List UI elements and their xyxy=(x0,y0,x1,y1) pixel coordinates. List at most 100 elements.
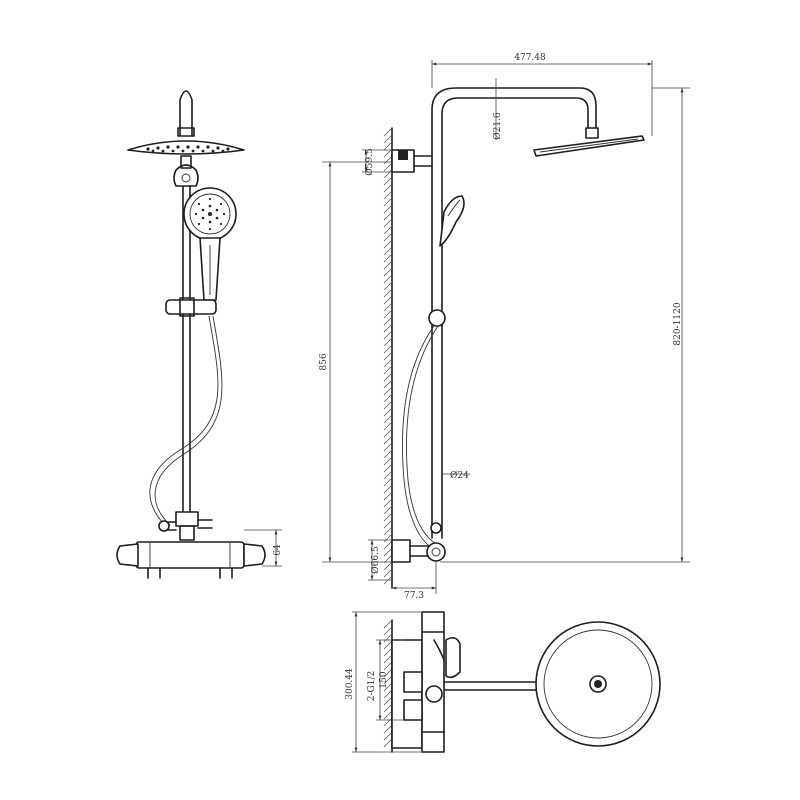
hatch-line xyxy=(383,661,393,671)
hatch-line xyxy=(383,421,393,431)
front-mixer-neck xyxy=(179,525,195,541)
hatch-line xyxy=(383,505,393,515)
dim-bottom-bracket-diameter: Ø66.5 xyxy=(370,546,381,574)
hatch-line xyxy=(383,323,393,333)
hatch-line xyxy=(383,484,393,494)
hatch-line xyxy=(383,463,393,473)
front-diverter-center xyxy=(181,173,191,183)
hatch-line xyxy=(383,519,393,529)
hatch-line xyxy=(383,442,393,452)
dim-inlet-spacing: 150 xyxy=(379,671,389,688)
hatch-line xyxy=(383,190,393,200)
hatch-line xyxy=(383,295,393,305)
front-pipe-collar xyxy=(177,127,195,137)
hatch-line xyxy=(383,456,393,466)
hatch-line xyxy=(383,253,393,263)
hatch-line xyxy=(383,414,393,424)
dim-valve-depth: 64 xyxy=(273,544,283,556)
hatch-line xyxy=(383,358,393,368)
hatch-line xyxy=(383,626,393,636)
hatch-line xyxy=(383,400,393,410)
hatch-line xyxy=(383,162,393,172)
hatch-line xyxy=(383,302,393,312)
hatch-line xyxy=(383,281,393,291)
hatch-line xyxy=(383,379,393,389)
dim-valve-height: 856 xyxy=(319,353,329,370)
front-right-handle xyxy=(243,543,266,567)
hatch-line xyxy=(383,668,393,678)
hatch-line xyxy=(383,491,393,501)
side-hand-shower xyxy=(439,195,465,247)
dim-arm-diameter: Ø21.6 xyxy=(492,112,503,140)
side-top-bracket-screw xyxy=(398,150,408,160)
hatch-line xyxy=(383,309,393,319)
side-slider-knob xyxy=(428,309,446,327)
hatch-line xyxy=(383,288,393,298)
hatch-line xyxy=(383,647,393,657)
hatch-line xyxy=(383,526,393,536)
hatch-line xyxy=(383,654,393,664)
hatch-line xyxy=(383,176,393,186)
hatch-line xyxy=(383,675,393,685)
side-arm-collar xyxy=(585,127,599,139)
detail-mixer-knob xyxy=(425,685,443,703)
side-hose xyxy=(402,325,435,549)
hatch-line xyxy=(383,717,393,727)
front-outlet-nut xyxy=(175,511,199,527)
hatch-line xyxy=(383,225,393,235)
hatch-line xyxy=(383,127,393,137)
hatch-line xyxy=(383,633,393,643)
dim-mixer-body-length: 300.44 xyxy=(345,668,355,700)
side-bottom-bracket-arm xyxy=(409,545,429,557)
detail-inlet-lower xyxy=(403,699,423,721)
side-top-bracket-arm xyxy=(413,155,433,167)
dim-rail-diameter: Ø24 xyxy=(450,470,469,481)
hatch-line xyxy=(383,498,393,508)
front-upper-coupling xyxy=(180,155,192,169)
front-head-nozzles xyxy=(146,145,230,153)
dim-total-height: 820-1120 xyxy=(673,302,683,345)
hatch-line xyxy=(383,267,393,277)
hatch-line xyxy=(383,540,393,550)
hatch-line xyxy=(383,330,393,340)
side-shower-arm-outer xyxy=(431,87,597,161)
front-hose xyxy=(149,315,219,526)
hatch-line xyxy=(383,619,393,629)
hatch-line xyxy=(383,696,393,706)
hatch-line xyxy=(383,449,393,459)
hatch-line xyxy=(383,568,393,578)
front-slider-bracket xyxy=(165,299,217,315)
detail-column-bands xyxy=(421,631,445,733)
dim-arm-length: 477.48 xyxy=(514,53,546,63)
hatch-line xyxy=(383,738,393,748)
hatch-line xyxy=(383,197,393,207)
detail-inlet-upper xyxy=(403,671,423,693)
front-inlet-legs xyxy=(147,567,233,579)
front-view: 64 xyxy=(116,90,283,579)
hatch-line xyxy=(383,710,393,720)
hatch-line xyxy=(383,155,393,165)
detail-hose-stub xyxy=(433,639,445,661)
hatch-line xyxy=(383,134,393,144)
side-rain-shower-head xyxy=(533,135,645,157)
hatch-line xyxy=(383,533,393,543)
front-top-pipe xyxy=(179,90,193,136)
hatch-line xyxy=(383,407,393,417)
hatch-line xyxy=(383,337,393,347)
hatch-line xyxy=(383,682,393,692)
hatch-line xyxy=(383,260,393,270)
detail-hand-shower xyxy=(445,636,461,679)
hatch-line xyxy=(383,428,393,438)
hatch-line xyxy=(383,724,393,734)
hatch-line xyxy=(383,218,393,228)
mixer-detail-view: 300.44 150 2-G1/2 xyxy=(345,611,661,753)
hatch-line xyxy=(383,274,393,284)
front-outlet-arms xyxy=(165,519,213,531)
dim-inlet-thread: 2-G1/2 xyxy=(367,671,377,701)
hatch-line xyxy=(383,703,393,713)
hatch-line xyxy=(383,204,393,214)
front-thermostatic-mixer xyxy=(135,541,245,569)
front-hand-shower-nozzles xyxy=(194,197,226,231)
hatch-line xyxy=(383,316,393,326)
